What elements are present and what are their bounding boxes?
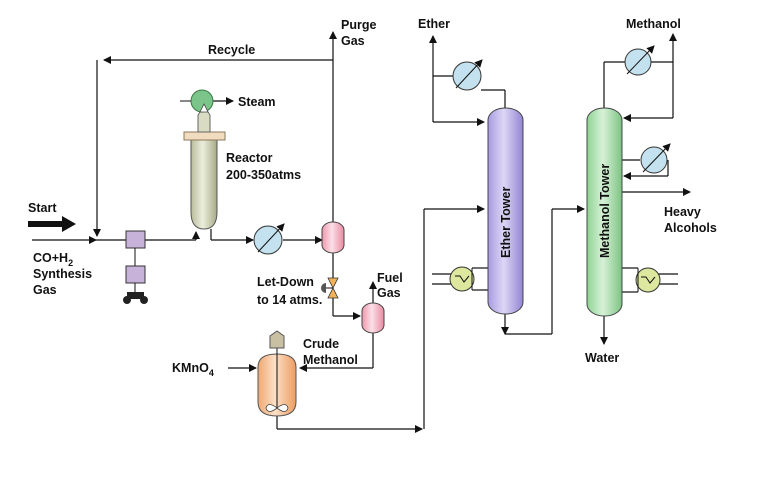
steam-drum-mark bbox=[199, 103, 209, 113]
reactor bbox=[180, 89, 226, 230]
methanol-condenser-arrow bbox=[626, 45, 655, 75]
start-arrow bbox=[28, 216, 76, 232]
ether-reboiler-coil bbox=[455, 275, 470, 283]
ether-condenser-arrow bbox=[455, 59, 483, 89]
ether-condenser bbox=[452, 59, 483, 91]
compressor-wheel-right bbox=[140, 296, 148, 304]
piping bbox=[28, 31, 691, 433]
side-cooler-arrow bbox=[642, 143, 671, 173]
letdown-label-line1: Let-Down bbox=[257, 275, 314, 289]
steam-label: Steam bbox=[238, 95, 276, 109]
methanol-tower-label: Methanol Tower bbox=[598, 164, 612, 258]
fuel-separator bbox=[361, 302, 385, 334]
fuel-separator-vessel bbox=[361, 302, 385, 334]
agitator-blade-left bbox=[265, 404, 278, 412]
methanol-condenser bbox=[624, 45, 655, 76]
reactor-label-line1: Reactor bbox=[226, 151, 273, 165]
letdown-valve bbox=[321, 277, 339, 299]
purge-label-line2: Gas bbox=[341, 34, 365, 48]
feed-label-line1: CO+H2 bbox=[33, 251, 73, 268]
letdown-label-line2: to 14 atms. bbox=[257, 293, 322, 307]
purge-label-line1: Purge bbox=[341, 18, 376, 32]
compressor-lower-box bbox=[125, 265, 146, 284]
heavy-alcohols-label-line2: Alcohols bbox=[664, 221, 717, 235]
reactor-vessel bbox=[190, 139, 218, 230]
crude-tank bbox=[257, 330, 297, 417]
effluent-cooler-arrow bbox=[257, 223, 285, 253]
kmno4-label: KMnO4 bbox=[172, 361, 214, 378]
hp-separator bbox=[321, 221, 345, 254]
compressor-wheel-left bbox=[123, 296, 131, 304]
agitator-motor bbox=[269, 330, 285, 349]
feed-label-line3: Gas bbox=[33, 283, 57, 297]
fuel-gas-label-line2: Gas bbox=[377, 286, 401, 300]
side-cooler bbox=[640, 143, 671, 174]
crude-methanol-label-line1: Crude bbox=[303, 337, 339, 351]
feed-label-line2: Synthesis bbox=[33, 267, 92, 281]
letdown-valve-top bbox=[327, 277, 339, 289]
ether-tower bbox=[487, 107, 524, 315]
ether-tower-column bbox=[487, 107, 524, 315]
effluent-cooler bbox=[253, 223, 285, 255]
methanol-product-label: Methanol bbox=[626, 17, 681, 31]
reactor-top-flange bbox=[183, 131, 226, 141]
compressor-upper-box bbox=[125, 230, 146, 249]
ether-product-label: Ether bbox=[418, 17, 450, 31]
methanol-reboiler bbox=[635, 267, 661, 293]
hp-separator-vessel bbox=[321, 221, 345, 254]
agitator-blade-right bbox=[276, 404, 289, 412]
heavy-alcohols-label-line1: Heavy bbox=[664, 205, 701, 219]
ether-tower-label: Ether Tower bbox=[499, 187, 513, 258]
ether-reboiler bbox=[449, 266, 475, 292]
labels: Start CO+H2 Synthesis Gas Recycle Purge … bbox=[28, 17, 717, 378]
methanol-tower-column bbox=[586, 107, 623, 317]
recycle-label: Recycle bbox=[208, 43, 255, 57]
methanol-reboiler-coil bbox=[641, 276, 656, 284]
compressor-motor bbox=[127, 292, 144, 299]
letdown-valve-bottom bbox=[327, 287, 339, 299]
compressor bbox=[123, 230, 148, 304]
start-label: Start bbox=[28, 201, 57, 215]
fuel-gas-label-line1: Fuel bbox=[377, 271, 403, 285]
letdown-valve-actuator bbox=[321, 283, 326, 293]
crude-methanol-label-line2: Methanol bbox=[303, 353, 358, 367]
water-label: Water bbox=[585, 351, 619, 365]
methanol-tower bbox=[586, 107, 623, 317]
reactor-label-line2: 200-350atms bbox=[226, 168, 301, 182]
